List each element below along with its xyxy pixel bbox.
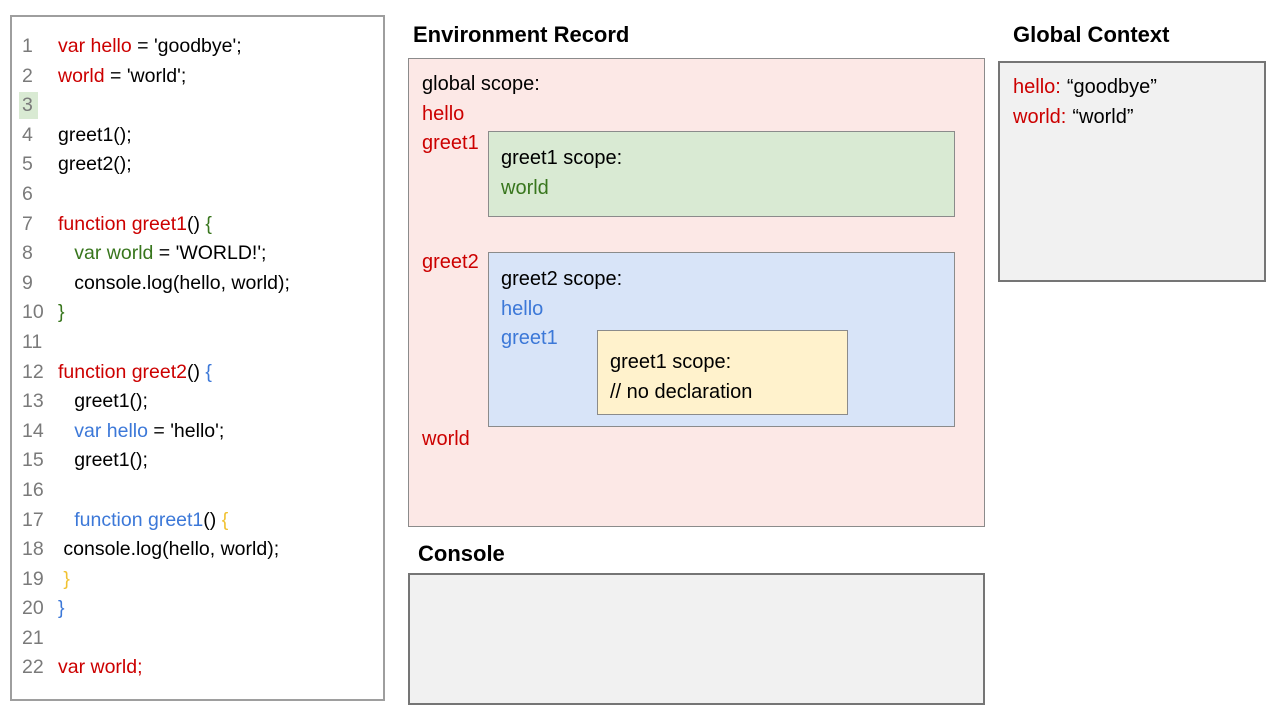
environment-record-title: Environment Record bbox=[413, 22, 630, 47]
line-number: 1 bbox=[22, 35, 33, 57]
code-line: 15 greet1(); bbox=[22, 446, 383, 476]
line-number: 15 bbox=[22, 449, 44, 472]
code-line: 12 function greet2() { bbox=[22, 358, 383, 388]
code-line: 16 bbox=[22, 476, 383, 506]
code-line: 22 var world; bbox=[22, 653, 383, 683]
greet1-scope-box: greet1 scope: world bbox=[488, 131, 955, 217]
code-text: function greet2() { bbox=[58, 360, 212, 383]
global-context-title: Global Context bbox=[1013, 22, 1170, 47]
code-text: var world; bbox=[58, 656, 143, 679]
code-line: 19 } bbox=[22, 565, 383, 595]
variable-name: world: bbox=[1013, 105, 1067, 128]
code-line: 4 greet1(); bbox=[22, 121, 383, 151]
code-text: greet2(); bbox=[58, 153, 132, 176]
greet1-scope-label: greet1 scope: bbox=[501, 147, 623, 169]
line-number: 10 bbox=[22, 301, 44, 324]
code-line: 8 var world = 'WORLD!'; bbox=[22, 239, 383, 269]
code-text: console.log(hello, world); bbox=[58, 538, 280, 561]
line-number: 5 bbox=[22, 153, 33, 176]
global-scope-label: global scope: bbox=[422, 73, 540, 95]
code-text: greet1(); bbox=[58, 390, 148, 413]
console-title: Console bbox=[418, 541, 505, 566]
code-line: 13 greet1(); bbox=[22, 387, 383, 417]
global-var-greet2: greet2 bbox=[422, 251, 479, 273]
line-number: 4 bbox=[22, 123, 33, 146]
line-number: 7 bbox=[22, 212, 33, 235]
code-line: 14 var hello = 'hello'; bbox=[22, 417, 383, 447]
nested-greet1-scope-label: greet1 scope: bbox=[610, 351, 732, 373]
line-number: 19 bbox=[22, 567, 44, 590]
code-line: 6 bbox=[22, 180, 383, 210]
code-text: } bbox=[63, 567, 70, 590]
code-line: 17 function greet1() { bbox=[22, 506, 383, 536]
code-line: 3 bbox=[19, 91, 383, 121]
line-number: 8 bbox=[22, 242, 33, 265]
code-text: console.log(hello, world); bbox=[58, 271, 290, 294]
variable-name: hello: bbox=[1013, 76, 1061, 98]
greet2-scope-box: greet2 scope: hello greet1 greet1 scope:… bbox=[488, 252, 955, 427]
line-number: 13 bbox=[22, 390, 44, 413]
code-text: greet1(); bbox=[58, 449, 148, 472]
code-text: world = 'world'; bbox=[58, 64, 187, 87]
global-context-box: hello:“goodbye”world:“world” bbox=[998, 61, 1266, 282]
global-var-world: world bbox=[422, 428, 470, 450]
code-text: function greet1() { bbox=[58, 212, 212, 235]
code-line: 21 bbox=[22, 624, 383, 654]
variable-value: “goodbye” bbox=[1066, 76, 1157, 98]
global-var-greet1: greet1 bbox=[422, 132, 479, 154]
greet1-scope-var-world: world bbox=[501, 176, 549, 199]
line-number: 9 bbox=[22, 271, 33, 294]
code-text: var hello = 'hello'; bbox=[74, 419, 225, 442]
nested-greet1-scope-box: greet1 scope: // no declaration bbox=[597, 330, 848, 415]
greet2-scope-label: greet2 scope: bbox=[501, 268, 623, 290]
line-number: 14 bbox=[22, 419, 44, 442]
code-text: var world = 'WORLD!'; bbox=[74, 242, 267, 265]
code-line: 9 console.log(hello, world); bbox=[22, 269, 383, 299]
code-line: 2 world = 'world'; bbox=[22, 62, 383, 92]
code-text: } bbox=[58, 597, 65, 620]
line-number: 2 bbox=[22, 64, 33, 87]
code-text: var hello = 'goodbye'; bbox=[58, 35, 242, 57]
code-editor-panel: 1 var hello = 'goodbye'; 2 world = 'world';… bbox=[10, 15, 385, 701]
line-number: 18 bbox=[22, 538, 44, 561]
global-scope-box: global scope: hello greet1 greet2 world … bbox=[408, 58, 985, 527]
console-output-box bbox=[408, 573, 985, 705]
line-number: 22 bbox=[22, 656, 44, 679]
code-line: 20} bbox=[22, 594, 383, 624]
variable-value: “world” bbox=[1072, 105, 1134, 128]
line-number: 17 bbox=[22, 508, 44, 531]
code-line: 18 console.log(hello, world); bbox=[22, 535, 383, 565]
code-line: 5 greet2(); bbox=[22, 150, 383, 180]
line-number-highlight: 3 bbox=[19, 92, 38, 120]
line-number: 3 bbox=[19, 91, 58, 121]
global-var-hello: hello bbox=[422, 102, 465, 125]
greet2-scope-var-greet1: greet1 bbox=[501, 327, 558, 349]
line-number: 12 bbox=[22, 360, 44, 383]
code-line: 1 var hello = 'goodbye'; bbox=[22, 32, 383, 62]
code-line: 10} bbox=[22, 298, 383, 328]
code-text: } bbox=[58, 301, 65, 324]
global-context-entry: hello:“goodbye” bbox=[1013, 73, 1264, 103]
code-lines: 1 var hello = 'goodbye'; 2 world = 'world';… bbox=[19, 32, 383, 683]
line-number: 20 bbox=[22, 597, 44, 620]
code-text: greet1(); bbox=[58, 123, 132, 146]
line-number: 16 bbox=[22, 478, 44, 501]
line-number: 11 bbox=[22, 330, 43, 353]
code-line: 11 bbox=[22, 328, 383, 358]
code-text: function greet1() { bbox=[74, 508, 229, 531]
line-number: 21 bbox=[22, 626, 44, 649]
global-context-entry: world:“world” bbox=[1013, 103, 1264, 133]
code-line: 7 function greet1() { bbox=[22, 210, 383, 240]
greet2-scope-var-hello: hello bbox=[501, 297, 544, 320]
line-number: 6 bbox=[22, 182, 33, 205]
nested-greet1-scope-comment: // no declaration bbox=[610, 380, 753, 403]
